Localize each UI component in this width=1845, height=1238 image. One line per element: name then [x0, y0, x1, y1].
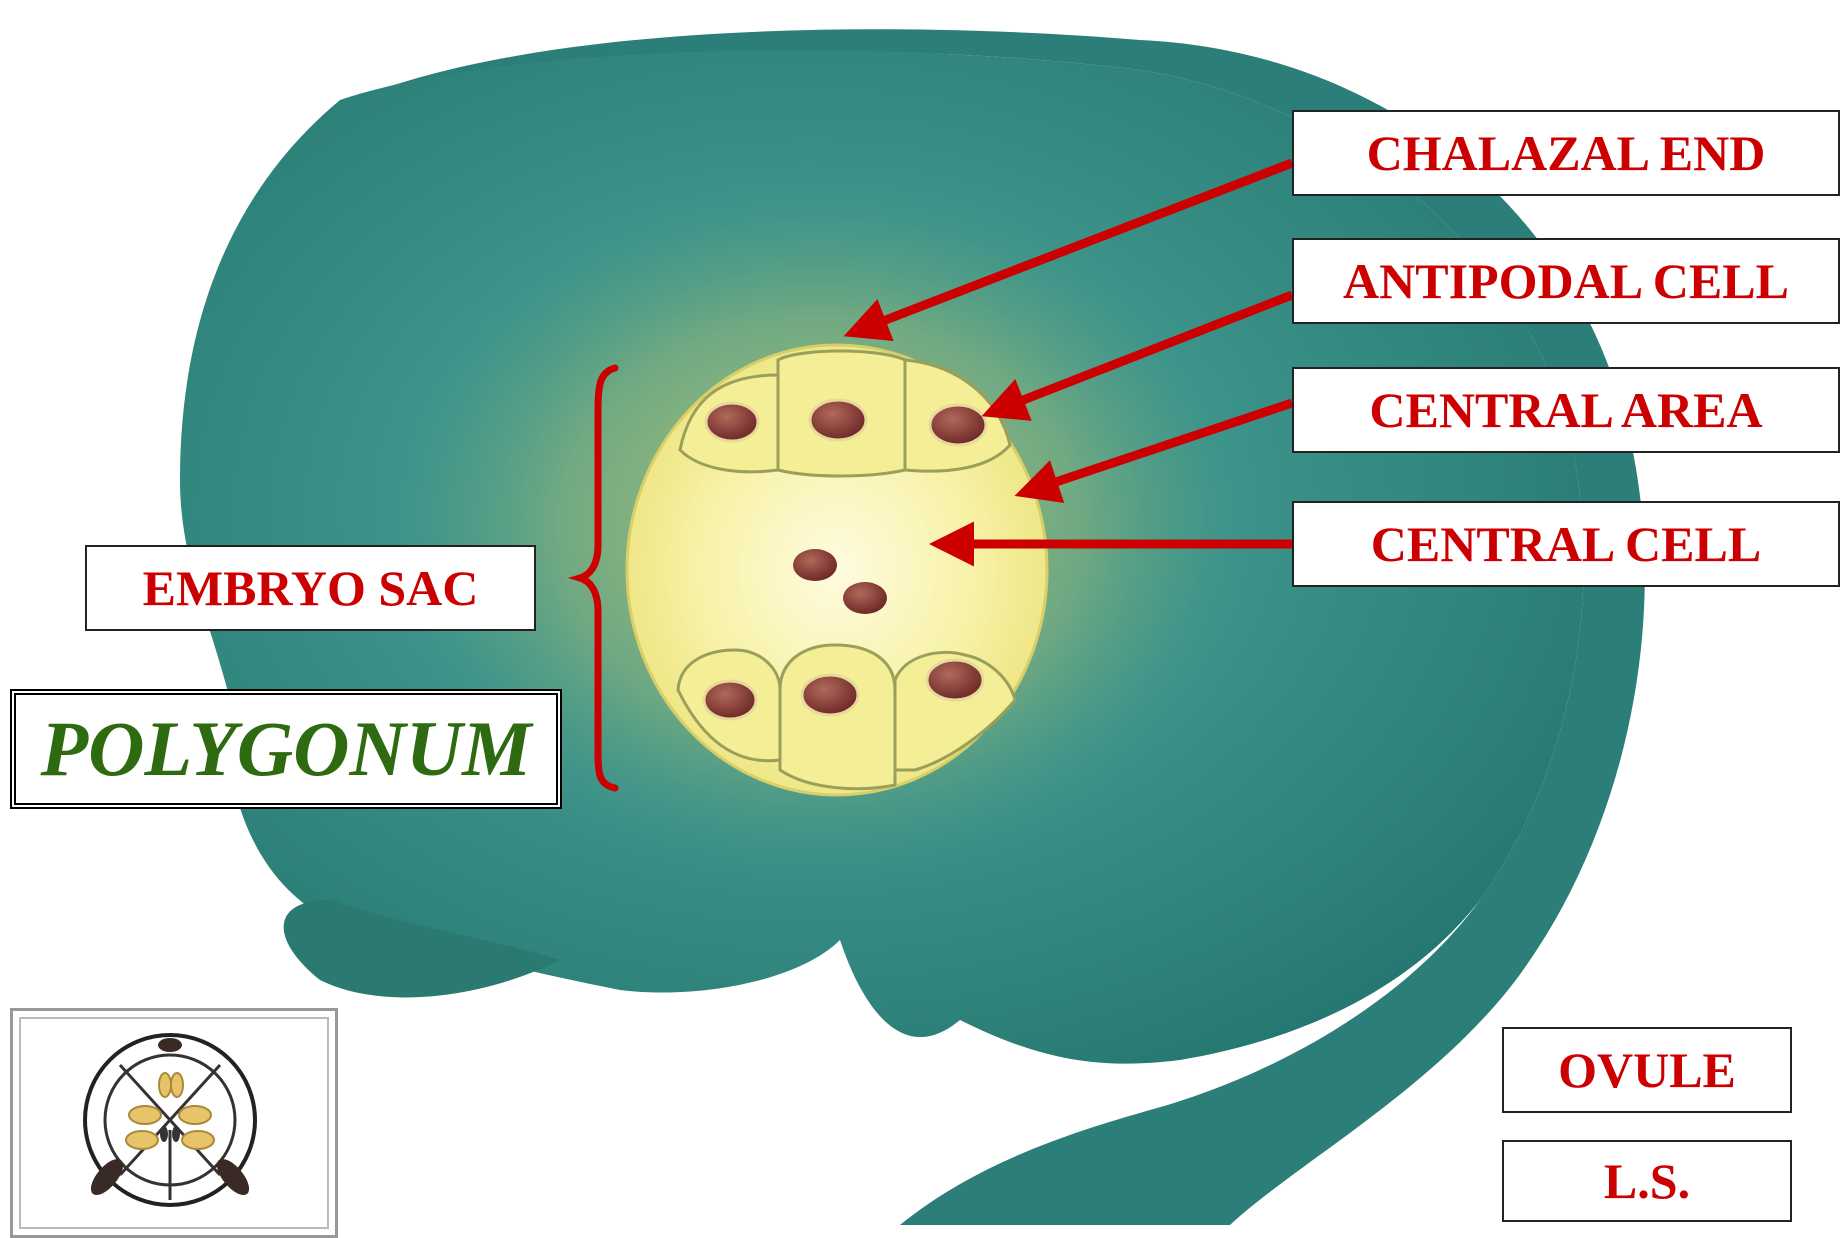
- label-chalazal-end: CHALAZAL END: [1292, 110, 1840, 196]
- label-ovule: OVULE: [1502, 1027, 1792, 1113]
- label-ls: L.S.: [1502, 1140, 1792, 1222]
- antipodal-nucleus: [706, 403, 758, 441]
- label-central-cell: CENTRAL CELL: [1292, 501, 1840, 587]
- antipodal-nucleus: [930, 405, 986, 445]
- label-antipodal-cell: ANTIPODAL CELL: [1292, 238, 1840, 324]
- polar-nucleus: [843, 582, 887, 614]
- label-embryo-sac: EMBRYO SAC: [85, 545, 536, 631]
- polar-nucleus: [793, 549, 837, 581]
- antipodal-nucleus: [810, 400, 866, 440]
- egg-nucleus: [802, 675, 858, 715]
- logo-panel: [10, 1008, 338, 1238]
- synergid-nucleus: [927, 660, 983, 700]
- egg-apparatus-cell-middle: [780, 645, 895, 789]
- synergid-nucleus: [704, 681, 756, 719]
- title-polygonum: POLYGONUM: [10, 689, 562, 809]
- label-central-area: CENTRAL AREA: [1292, 367, 1840, 453]
- embryo-sac: [627, 345, 1047, 795]
